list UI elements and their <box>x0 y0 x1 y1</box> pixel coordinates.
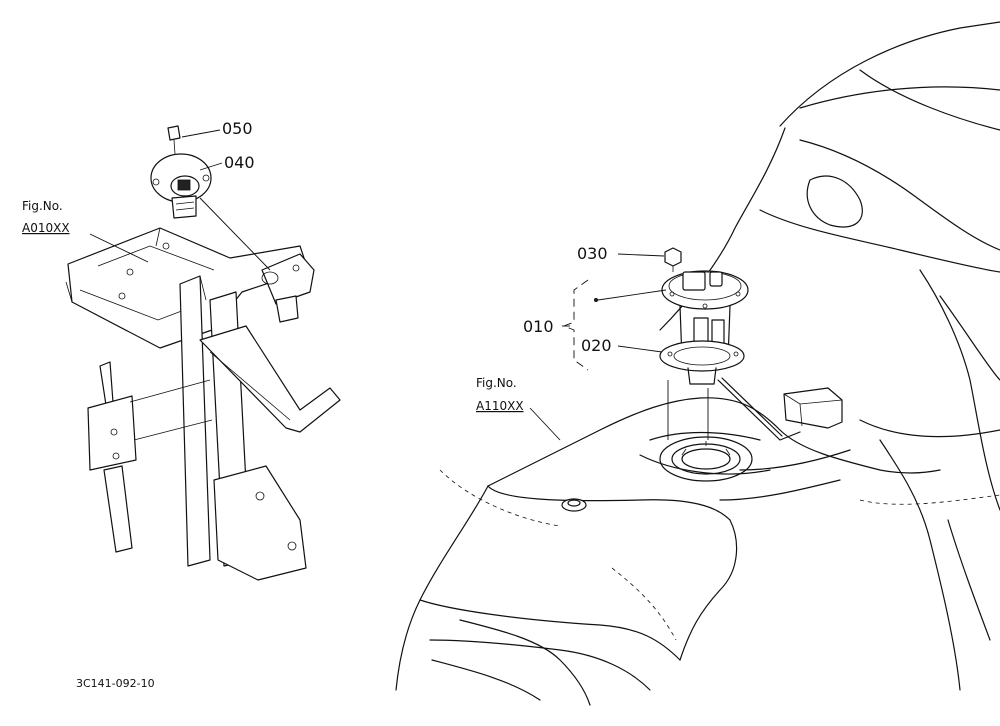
drawing-code: 3C141-092-10 <box>76 677 155 690</box>
figure-ref-code-right[interactable]: A110XX <box>476 399 524 413</box>
callout-leaders <box>89 129 667 441</box>
fuel-pump-assembly <box>659 247 843 441</box>
figure-ref-label-right: Fig.No. <box>476 376 517 390</box>
part-callout-030: 030 <box>577 244 608 263</box>
figure-ref-label-left: Fig.No. <box>22 199 63 213</box>
figure-ref-code-left[interactable]: A010XX <box>22 221 70 235</box>
part-callout-040: 040 <box>224 153 255 172</box>
bracket-assembly-illustration <box>65 125 341 581</box>
part-callout-020: 020 <box>581 336 612 355</box>
part-callout-050: 050 <box>222 119 253 138</box>
fuel-tank-illustration <box>395 21 1000 706</box>
part-callout-010: 010 <box>523 317 554 336</box>
